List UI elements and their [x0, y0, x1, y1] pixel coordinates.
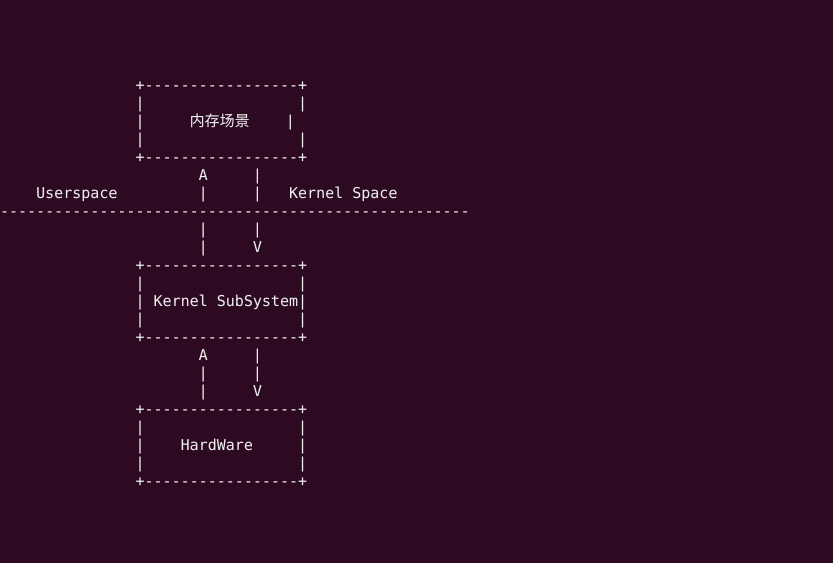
- ascii-diagram: +-----------------+ | | | 内存场景 | | | +--…: [0, 76, 470, 490]
